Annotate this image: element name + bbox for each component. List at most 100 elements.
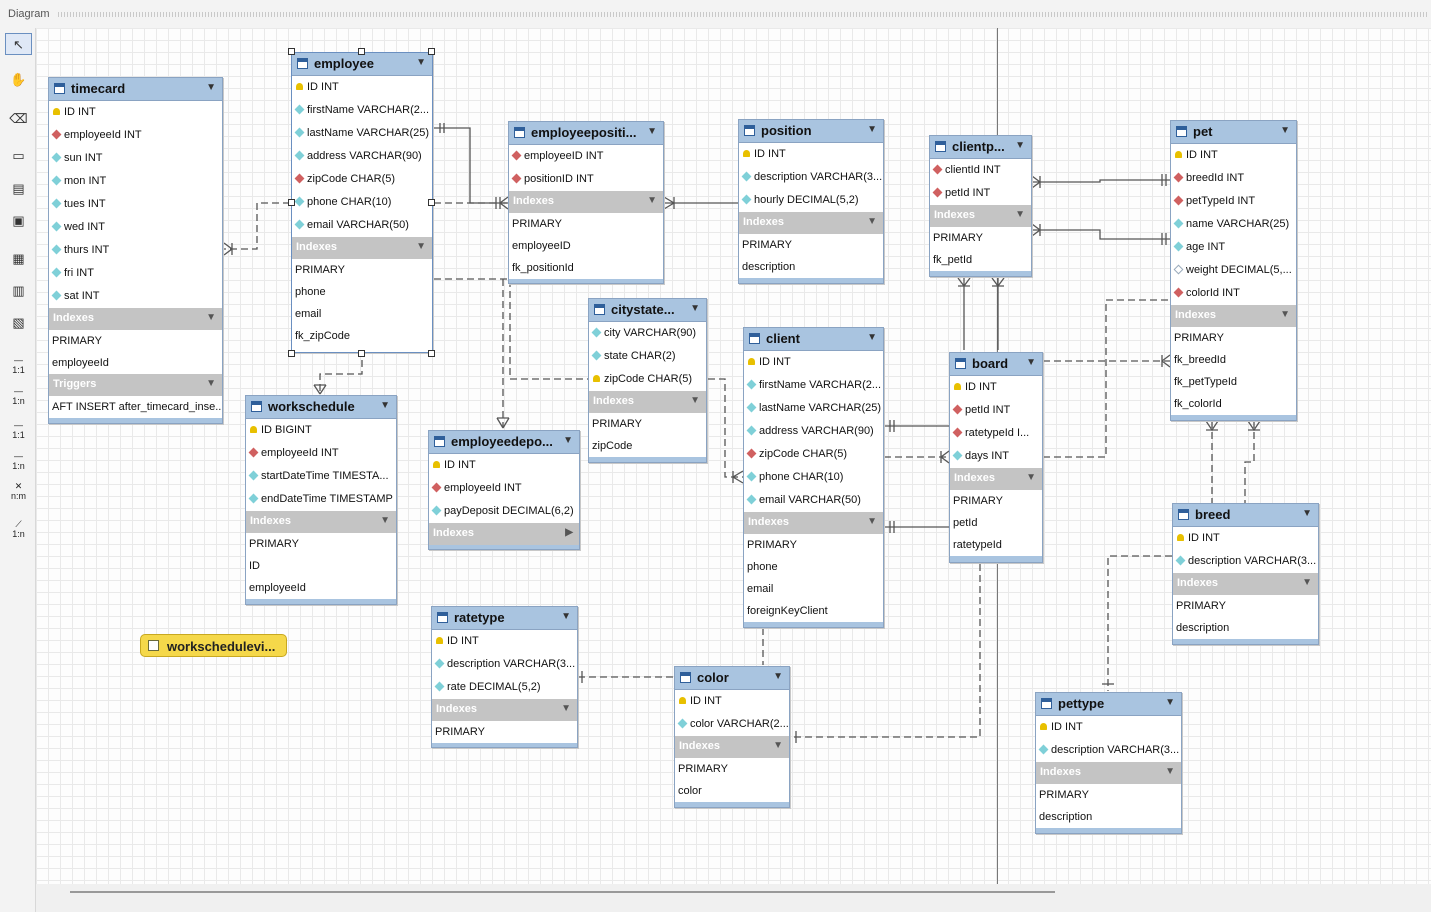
table-position[interactable]: position▼ ID INT description VARCHAR(3..… <box>738 119 884 284</box>
index-row[interactable]: phone <box>744 556 883 578</box>
column-row[interactable]: positionID INT <box>509 168 663 191</box>
routine-tool[interactable]: ▧ <box>5 312 32 334</box>
column-row[interactable]: description VARCHAR(3... <box>739 166 883 189</box>
table-header[interactable]: board▼ <box>950 353 1042 376</box>
column-row[interactable]: ID BIGINT <box>246 419 396 442</box>
indexes-section[interactable]: Indexes▼ <box>432 699 577 721</box>
index-row[interactable]: fk_breedId <box>1171 349 1296 371</box>
index-row[interactable]: PRIMARY <box>739 234 883 256</box>
column-row[interactable]: ID INT <box>1171 144 1296 167</box>
index-row[interactable]: color <box>675 780 789 802</box>
column-row[interactable]: lastName VARCHAR(25) <box>744 397 883 420</box>
collapse-arrow-icon[interactable]: ▼ <box>206 378 216 389</box>
trigger-row[interactable]: AFT INSERT after_timecard_inse... <box>49 396 222 418</box>
column-row[interactable]: tues INT <box>49 193 222 216</box>
column-row[interactable]: address VARCHAR(90) <box>744 420 883 443</box>
column-row[interactable]: firstName VARCHAR(2... <box>292 99 432 122</box>
resize-handle[interactable] <box>428 199 435 206</box>
index-row[interactable]: PRIMARY <box>1036 784 1181 806</box>
table-color[interactable]: color▼ ID INT color VARCHAR(2... Indexes… <box>674 666 790 808</box>
table-tool[interactable]: ▦ <box>5 248 32 270</box>
table-header[interactable]: pettype▼ <box>1036 693 1181 716</box>
index-row[interactable]: PRIMARY <box>246 533 396 555</box>
collapse-arrow-icon[interactable]: ▼ <box>1280 309 1290 320</box>
index-row[interactable]: PRIMARY <box>744 534 883 556</box>
collapse-arrow-icon[interactable]: ▼ <box>1280 125 1290 136</box>
collapse-arrow-icon[interactable]: ▼ <box>1026 472 1036 483</box>
resize-handle[interactable] <box>428 350 435 357</box>
table-citystate[interactable]: citystate...▼ city VARCHAR(90) state CHA… <box>588 298 707 463</box>
collapse-arrow-icon[interactable]: ▼ <box>561 611 571 622</box>
titlebar-grip[interactable] <box>58 12 1427 17</box>
column-row[interactable]: petId INT <box>930 182 1031 205</box>
index-row[interactable]: PRIMARY <box>509 213 663 235</box>
table-employeeposition[interactable]: employeepositi...▼ employeeID INT positi… <box>508 121 664 284</box>
table-header[interactable]: pet▼ <box>1171 121 1296 144</box>
index-row[interactable]: PRIMARY <box>930 227 1031 249</box>
table-header[interactable]: employeedepo...▼ <box>429 431 579 454</box>
triggers-section[interactable]: Triggers▼ <box>49 374 222 396</box>
column-row[interactable]: ID INT <box>49 101 222 124</box>
relationship-1-1-id-tool[interactable]: ―1:1 <box>12 420 25 440</box>
table-pet[interactable]: pet▼ ID INT breedId INT petTypeId INT na… <box>1170 120 1297 421</box>
index-row[interactable]: PRIMARY <box>950 490 1042 512</box>
collapse-arrow-icon[interactable]: ▼ <box>206 312 216 323</box>
column-row[interactable]: description VARCHAR(3... <box>1036 739 1181 762</box>
index-row[interactable]: PRIMARY <box>1173 595 1318 617</box>
column-row[interactable]: hourly DECIMAL(5,2) <box>739 189 883 212</box>
column-row[interactable]: ID INT <box>744 351 883 374</box>
table-clientpet[interactable]: clientp...▼ clientId INT petId INT Index… <box>929 135 1032 277</box>
collapse-arrow-icon[interactable]: ▼ <box>690 303 700 314</box>
column-row[interactable]: phone CHAR(10) <box>744 466 883 489</box>
relationship-1-1-tool[interactable]: ―1:1 <box>12 355 25 375</box>
index-row[interactable]: email <box>292 303 432 325</box>
column-row[interactable]: lastName VARCHAR(25) <box>292 122 432 145</box>
index-row[interactable]: petId <box>950 512 1042 534</box>
column-row[interactable]: description VARCHAR(3... <box>1173 550 1318 573</box>
index-row[interactable]: PRIMARY <box>49 330 222 352</box>
collapse-arrow-icon[interactable]: ▼ <box>773 671 783 682</box>
collapse-arrow-icon[interactable]: ▼ <box>1165 697 1175 708</box>
table-header[interactable]: position▼ <box>739 120 883 143</box>
column-row[interactable]: phone CHAR(10) <box>292 191 432 214</box>
pointer-tool[interactable]: ↖ <box>5 33 32 55</box>
table-employeedeposit[interactable]: employeedepo...▼ ID INT employeeId INT p… <box>428 430 580 550</box>
column-row[interactable]: sun INT <box>49 147 222 170</box>
table-ratetype[interactable]: ratetype▼ ID INT description VARCHAR(3..… <box>431 606 578 748</box>
column-row[interactable]: mon INT <box>49 170 222 193</box>
collapse-arrow-icon[interactable]: ▼ <box>867 332 877 343</box>
table-header[interactable]: client▼ <box>744 328 883 351</box>
collapse-arrow-icon[interactable]: ▼ <box>1026 357 1036 368</box>
index-row[interactable]: PRIMARY <box>292 259 432 281</box>
indexes-section[interactable]: Indexes▼ <box>744 512 883 534</box>
column-row[interactable]: employeeID INT <box>509 145 663 168</box>
column-row[interactable]: zipCode CHAR(5) <box>744 443 883 466</box>
resize-handle[interactable] <box>428 48 435 55</box>
index-row[interactable]: zipCode <box>589 435 706 457</box>
collapse-arrow-icon[interactable]: ▼ <box>563 435 573 446</box>
table-header[interactable]: employee▼ <box>292 53 432 76</box>
table-client[interactable]: client▼ ID INT firstName VARCHAR(2... la… <box>743 327 884 628</box>
column-row[interactable]: petId INT <box>950 399 1042 422</box>
index-row[interactable]: fk_zipCode <box>292 325 432 347</box>
relationship-1-n-id-tool[interactable]: ―1:n <box>12 451 25 471</box>
column-row[interactable]: wed INT <box>49 216 222 239</box>
note-tool[interactable]: ▤ <box>5 178 32 200</box>
index-row[interactable]: ID <box>246 555 396 577</box>
layer-tool[interactable]: ▭ <box>5 145 32 167</box>
indexes-section[interactable]: Indexes▼ <box>930 205 1031 227</box>
column-row[interactable]: color VARCHAR(2... <box>675 713 789 736</box>
column-row[interactable]: employeeId INT <box>429 477 579 500</box>
column-row[interactable]: ID INT <box>432 630 577 653</box>
indexes-section[interactable]: Indexes▼ <box>739 212 883 234</box>
column-row[interactable]: endDateTime TIMESTAMP <box>246 488 396 511</box>
collapse-arrow-icon[interactable]: ▼ <box>1015 140 1025 151</box>
column-row[interactable]: days INT <box>950 445 1042 468</box>
view-tool[interactable]: ▥ <box>5 280 32 302</box>
column-row[interactable]: email VARCHAR(50) <box>292 214 432 237</box>
image-tool[interactable]: ▣ <box>5 210 32 232</box>
column-row[interactable]: ratetypeId I... <box>950 422 1042 445</box>
index-row[interactable]: employeeID <box>509 235 663 257</box>
index-row[interactable]: PRIMARY <box>675 758 789 780</box>
column-row[interactable]: zipCode CHAR(5) <box>589 368 706 391</box>
